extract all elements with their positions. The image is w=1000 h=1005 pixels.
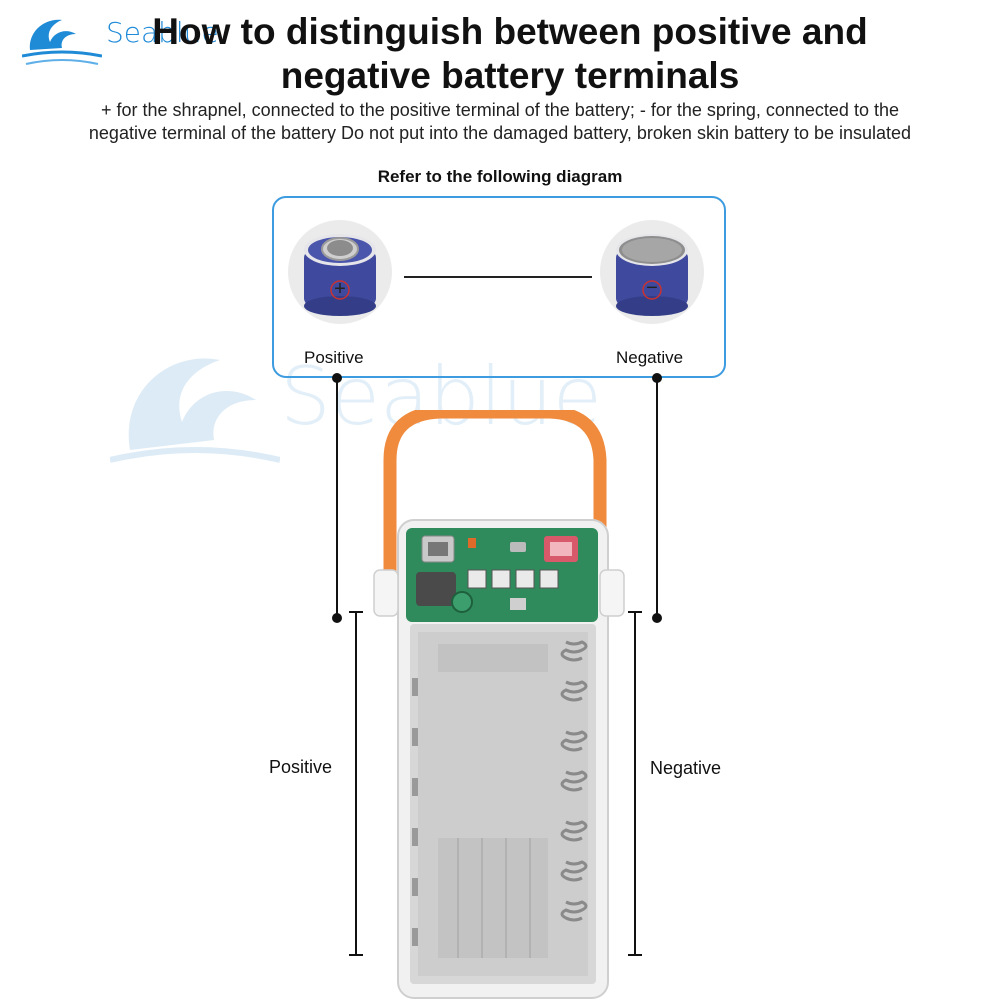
left-bracket-bottom [349,954,363,956]
negative-callout-line [656,378,658,618]
diagram-connector-line [404,276,592,278]
diagram-positive-label: Positive [304,348,364,367]
right-bracket-line [634,611,636,955]
side-negative-label: Negative [650,758,722,778]
positive-terminal-icon [304,234,376,316]
page-title: How to distinguish between positive and … [152,11,868,96]
diagram-negative-label: Negative [616,348,684,367]
positive-callout-line [336,378,338,618]
left-bracket-line [355,611,357,955]
brand-watermark: Seablue [109,330,670,500]
right-bracket-bottom [628,954,642,956]
negative-symbol: − [646,277,658,299]
brand-logo: Seablue [21,10,232,72]
side-positive-label: Positive [269,757,333,777]
refer-caption: Refer to the following diagram [377,167,623,186]
power-bank-case [360,405,630,1000]
positive-callout-dot-bottom [332,613,342,623]
orange-handle [383,405,607,615]
positive-battery: + [288,220,392,324]
watermark-text: Seablue [280,350,602,443]
negative-callout-dot-bottom [652,613,662,623]
positive-symbol: + [334,278,346,300]
wave-logo-icon [21,19,103,65]
power-bank-illustration [373,405,625,999]
watermark-wave-icon [109,358,281,463]
spring-contacts [560,640,588,922]
brand-logo-text: Seablue [106,16,219,49]
terminal-diagram: + − Positive Negative [272,196,726,378]
page-description: + for the shrapnel, connected to the pos… [88,100,912,143]
negative-terminal-icon [616,234,688,316]
negative-battery: − [600,220,704,324]
